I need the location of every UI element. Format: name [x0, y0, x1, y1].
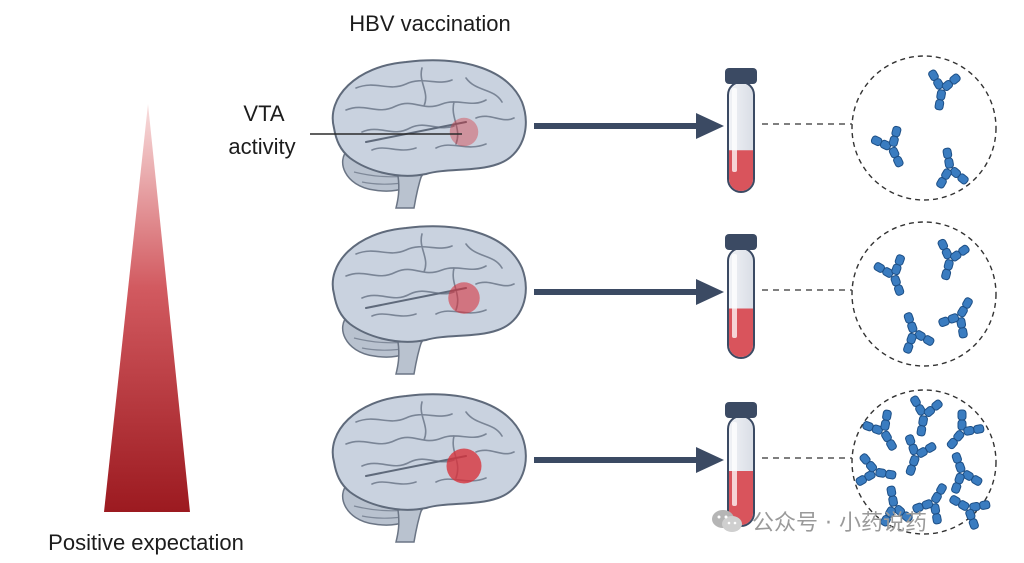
vta-activity-spot: [448, 282, 480, 314]
antibody-zoom-circle: [851, 389, 997, 535]
blood-tube-icon: [725, 402, 757, 527]
blood-tube-icon: [725, 68, 757, 193]
row-low: [331, 55, 997, 209]
diagram-title: HBV vaccination: [349, 11, 510, 36]
antibody-zoom-circle: [851, 55, 997, 201]
watermark-text: 公众号 · 小药说药: [752, 511, 927, 536]
positive-expectation-label: Positive expectation: [48, 530, 244, 555]
antibody-icon: [858, 406, 910, 459]
blood-tube-icon: [725, 234, 757, 359]
wechat-icon: [712, 510, 742, 532]
expectation-gradient-triangle: [104, 104, 190, 512]
antibody-icon: [929, 144, 971, 191]
vta-label-line1: VTA: [243, 101, 284, 126]
antibody-icon: [935, 405, 989, 459]
antibody-icon: [890, 306, 938, 357]
antibody-icon: [921, 67, 963, 114]
antibody-icon: [903, 393, 945, 440]
brain-icon: [331, 393, 527, 543]
vta-activity-spot: [446, 448, 482, 484]
arrow-head-icon: [696, 113, 724, 139]
arrow-head-icon: [696, 447, 724, 473]
vta-activity-spot: [449, 117, 479, 147]
rows-layer: [331, 55, 997, 543]
row-high: [331, 389, 997, 543]
watermark: 公众号 · 小药说药: [710, 505, 927, 537]
antibody-icon: [867, 122, 917, 174]
antibody-icon: [870, 251, 918, 302]
tube-cap: [725, 402, 757, 418]
antibody-icon: [927, 236, 973, 285]
antibody-icon: [934, 289, 986, 342]
row-medium: [331, 221, 997, 375]
antibody-zoom-circle: [851, 221, 997, 367]
vta-label-line2: activity: [228, 134, 295, 159]
tube-cap: [725, 234, 757, 250]
arrow-head-icon: [696, 279, 724, 305]
brain-icon: [331, 225, 527, 375]
antibody-icon: [892, 431, 940, 482]
tube-cap: [725, 68, 757, 84]
antibody-icon: [941, 482, 994, 534]
